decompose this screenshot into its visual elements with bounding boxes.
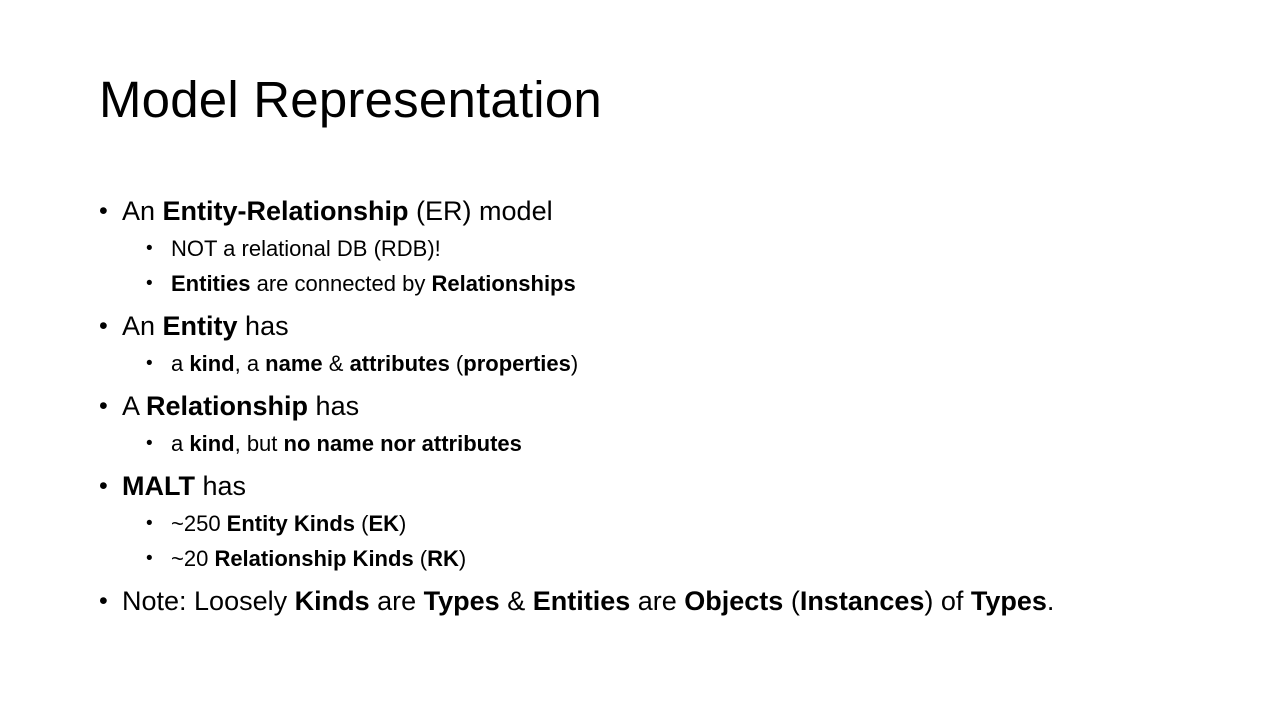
- sub-bullet-list: ~250 Entity Kinds (EK)~20 Relationship K…: [122, 506, 1249, 576]
- sub-bullet-item: a kind, a name & attributes (properties): [122, 346, 1249, 381]
- text-run: An: [122, 196, 163, 226]
- bold-text-run: EK: [368, 511, 400, 536]
- text-run: ): [399, 511, 407, 536]
- text-run: a: [171, 351, 190, 376]
- text-run: are: [630, 586, 685, 616]
- sub-bullet-list: NOT a relational DB (RDB)! Entities are c…: [122, 231, 1249, 301]
- bold-text-run: kind: [189, 431, 235, 456]
- bold-text-run: attributes: [349, 351, 450, 376]
- bold-text-run: Entities: [532, 586, 631, 616]
- bullet-item: An Entity-Relationship (ER) modelNOT a r…: [99, 193, 1249, 301]
- text-run: are connected by: [250, 271, 432, 296]
- bold-text-run: Entity Kinds: [226, 511, 356, 536]
- text-run: (: [413, 546, 428, 571]
- text-run: , but: [234, 431, 284, 456]
- bold-text-run: Entity-Relationship: [162, 196, 409, 226]
- sub-bullet-list: a kind, a name & attributes (properties): [122, 346, 1249, 381]
- text-run: are: [369, 586, 424, 616]
- text-run: .: [1046, 586, 1055, 616]
- text-run: (: [783, 586, 800, 616]
- text-run: has: [194, 471, 247, 501]
- bold-text-run: Instances: [799, 586, 925, 616]
- bold-text-run: Relationships: [431, 271, 576, 296]
- bold-text-run: RK: [427, 546, 459, 571]
- text-run: has: [237, 311, 289, 341]
- text-run: has: [308, 391, 360, 421]
- bold-text-run: properties: [463, 351, 571, 376]
- sub-bullet-item: ~20 Relationship Kinds (RK): [122, 541, 1249, 576]
- text-run: ~250: [171, 511, 227, 536]
- bold-text-run: no name nor attributes: [283, 431, 522, 456]
- sub-bullet-item: ~250 Entity Kinds (EK): [122, 506, 1249, 541]
- bullet-item: A Relationship has a kind, but no name no…: [99, 388, 1249, 461]
- text-run: &: [322, 351, 350, 376]
- text-run: ): [458, 546, 467, 571]
- text-run: &: [499, 586, 533, 616]
- text-run: NOT a relational DB (RDB)!: [171, 236, 441, 261]
- sub-bullet-item: Entities are connected by Relationships: [122, 266, 1249, 301]
- text-run: A: [122, 391, 147, 421]
- bold-text-run: name: [265, 351, 323, 376]
- text-run: (: [449, 351, 464, 376]
- bullet-item: An Entity has a kind, a name & attributes…: [99, 308, 1249, 381]
- bullet-list: An Entity-Relationship (ER) modelNOT a r…: [99, 193, 1249, 620]
- text-run: , a: [234, 351, 266, 376]
- sub-bullet-item: a kind, but no name nor attributes: [122, 426, 1249, 461]
- sub-bullet-item: NOT a relational DB (RDB)!: [122, 231, 1249, 266]
- text-run: ~20: [171, 546, 215, 571]
- bold-text-run: Types: [423, 586, 500, 616]
- sub-bullet-list: a kind, but no name nor attributes: [122, 426, 1249, 461]
- bold-text-run: Entity: [162, 311, 238, 341]
- bold-text-run: Kinds: [294, 586, 370, 616]
- bold-text-run: Relationship: [146, 391, 309, 421]
- bold-text-run: Relationship Kinds: [214, 546, 414, 571]
- bold-text-run: MALT: [122, 471, 195, 501]
- bold-text-run: kind: [189, 351, 235, 376]
- text-run: Note: Loosely: [122, 586, 295, 616]
- bullet-item: MALT has~250 Entity Kinds (EK)~20 Relati…: [99, 468, 1249, 576]
- text-run: ): [570, 351, 579, 376]
- bold-text-run: Objects: [684, 586, 784, 616]
- bullet-item: Note: Loosely Kinds are Types & Entities…: [99, 583, 1249, 620]
- text-run: An: [122, 311, 163, 341]
- slide-title: Model Representation: [99, 71, 602, 128]
- bold-text-run: Entities: [171, 271, 251, 296]
- bold-text-run: Types: [970, 586, 1047, 616]
- text-run: ) of: [924, 586, 971, 616]
- text-run: (ER) model: [408, 196, 553, 226]
- text-run: a: [171, 431, 190, 456]
- text-run: (: [355, 511, 369, 536]
